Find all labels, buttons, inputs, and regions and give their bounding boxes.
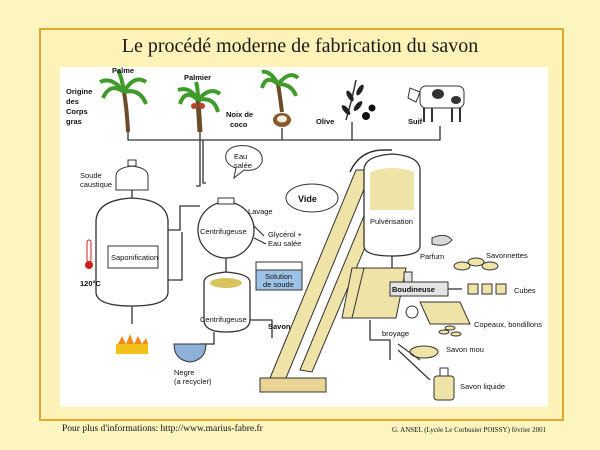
eau-label-2: salée [234, 161, 252, 170]
soda-solution-beaker [255, 261, 303, 291]
centrifugeuse-1-label: Centrifugeuse [200, 227, 247, 236]
output-arrows [397, 343, 431, 381]
negre-label-2: (a recycler) [174, 377, 212, 386]
svg-text:caustique: caustique [80, 180, 112, 189]
parfum-label: Parfum [420, 252, 444, 261]
vacuum-pipe [349, 149, 392, 173]
boudineuse-label: Boudineuse [392, 285, 435, 294]
perfume-nozzle [431, 234, 453, 246]
centrifugeuse-2-label: Centrifugeuse [200, 315, 247, 324]
coco-label-2: coco [230, 120, 248, 129]
savon-liquide-label: Savon liquide [460, 382, 505, 391]
copeaux-conveyor [405, 301, 471, 325]
saponification-label: Saponification [111, 253, 158, 262]
svg-text:gras: gras [66, 117, 82, 126]
glycerol-outlet [253, 225, 267, 245]
glycerol-label-2: Eau salée [268, 239, 301, 248]
process-diagram: Origine des Corps gras Palme Palmier Noi… [66, 67, 542, 401]
svg-text:Corps: Corps [66, 107, 88, 116]
coconut-palm-icon [260, 69, 300, 127]
savon-pipe [250, 319, 273, 338]
negre-label: Negre [174, 368, 194, 377]
origin-label: Origine des Corps gras [66, 87, 92, 126]
flakes-icon [438, 325, 462, 337]
cubes-label: Cubes [514, 286, 536, 295]
page-title: Le procédé moderne de fabrication du sav… [121, 35, 479, 57]
vacuum-vessel [285, 183, 339, 213]
palmier-label: Palmier [184, 73, 211, 82]
eau-label: Eau [234, 152, 247, 161]
spray-tower [363, 153, 421, 257]
coco-label: Noix de [226, 110, 253, 119]
savon-label: Savon [268, 322, 291, 331]
sapon-to-centrifuge-pipe [168, 205, 200, 231]
svg-text:des: des [66, 97, 79, 106]
palm-tree-icon [99, 69, 148, 133]
secondary-conveyor [341, 267, 407, 319]
savon-mou-label: Savon mou [446, 345, 484, 354]
footer-author: G. ANSEL (Lycée Le Corbusier POISSY) fév… [392, 426, 547, 434]
cubes-icon [467, 283, 507, 295]
copeaux-label: Copeaux, bondillons [474, 320, 542, 329]
olive-branch-icon [341, 79, 376, 121]
svg-text:Soude: Soude [80, 171, 102, 180]
glycerol-label: Glycérol + [268, 230, 303, 239]
diagram-panel: Origine des Corps gras Palme Palmier Noi… [60, 67, 548, 407]
broyage-pipe [369, 320, 391, 360]
fat-collector-pipe [127, 122, 441, 187]
broyage-label: broyage [382, 329, 409, 338]
vide-label: Vide [298, 194, 317, 204]
cow-icon [407, 85, 465, 122]
olive-label: Olive [316, 117, 334, 126]
caustic-soda-tank [115, 159, 149, 191]
recycle-pipe [168, 232, 183, 281]
soude-label: Soude caustique [80, 171, 112, 189]
saponification-tank [95, 197, 169, 307]
temperature-label: 120°C [80, 279, 102, 288]
thermometer-icon [85, 239, 93, 269]
oil-palm-icon [177, 81, 222, 133]
solution-label: Solution [265, 272, 292, 281]
palme-label: Palme [112, 67, 134, 75]
burner-flame-icon [116, 334, 148, 354]
solution-label-2: de soude [263, 280, 294, 289]
footer-info: Pour plus d'informations: http://www.mar… [62, 424, 263, 434]
suif-label: Suif [408, 117, 423, 126]
svg-text:Origine: Origine [66, 87, 92, 96]
negre-pipe [200, 332, 215, 345]
savonnettes-label: Savonnettes [486, 251, 528, 260]
savonnettes-icon [453, 257, 499, 271]
pulverisation-label: Pulvérisation [370, 217, 413, 226]
salt-water-bubble [225, 145, 263, 180]
liquid-soap-bottle [433, 367, 455, 401]
lavage-label: Lavage [248, 207, 273, 216]
negre-bowl [173, 343, 207, 363]
